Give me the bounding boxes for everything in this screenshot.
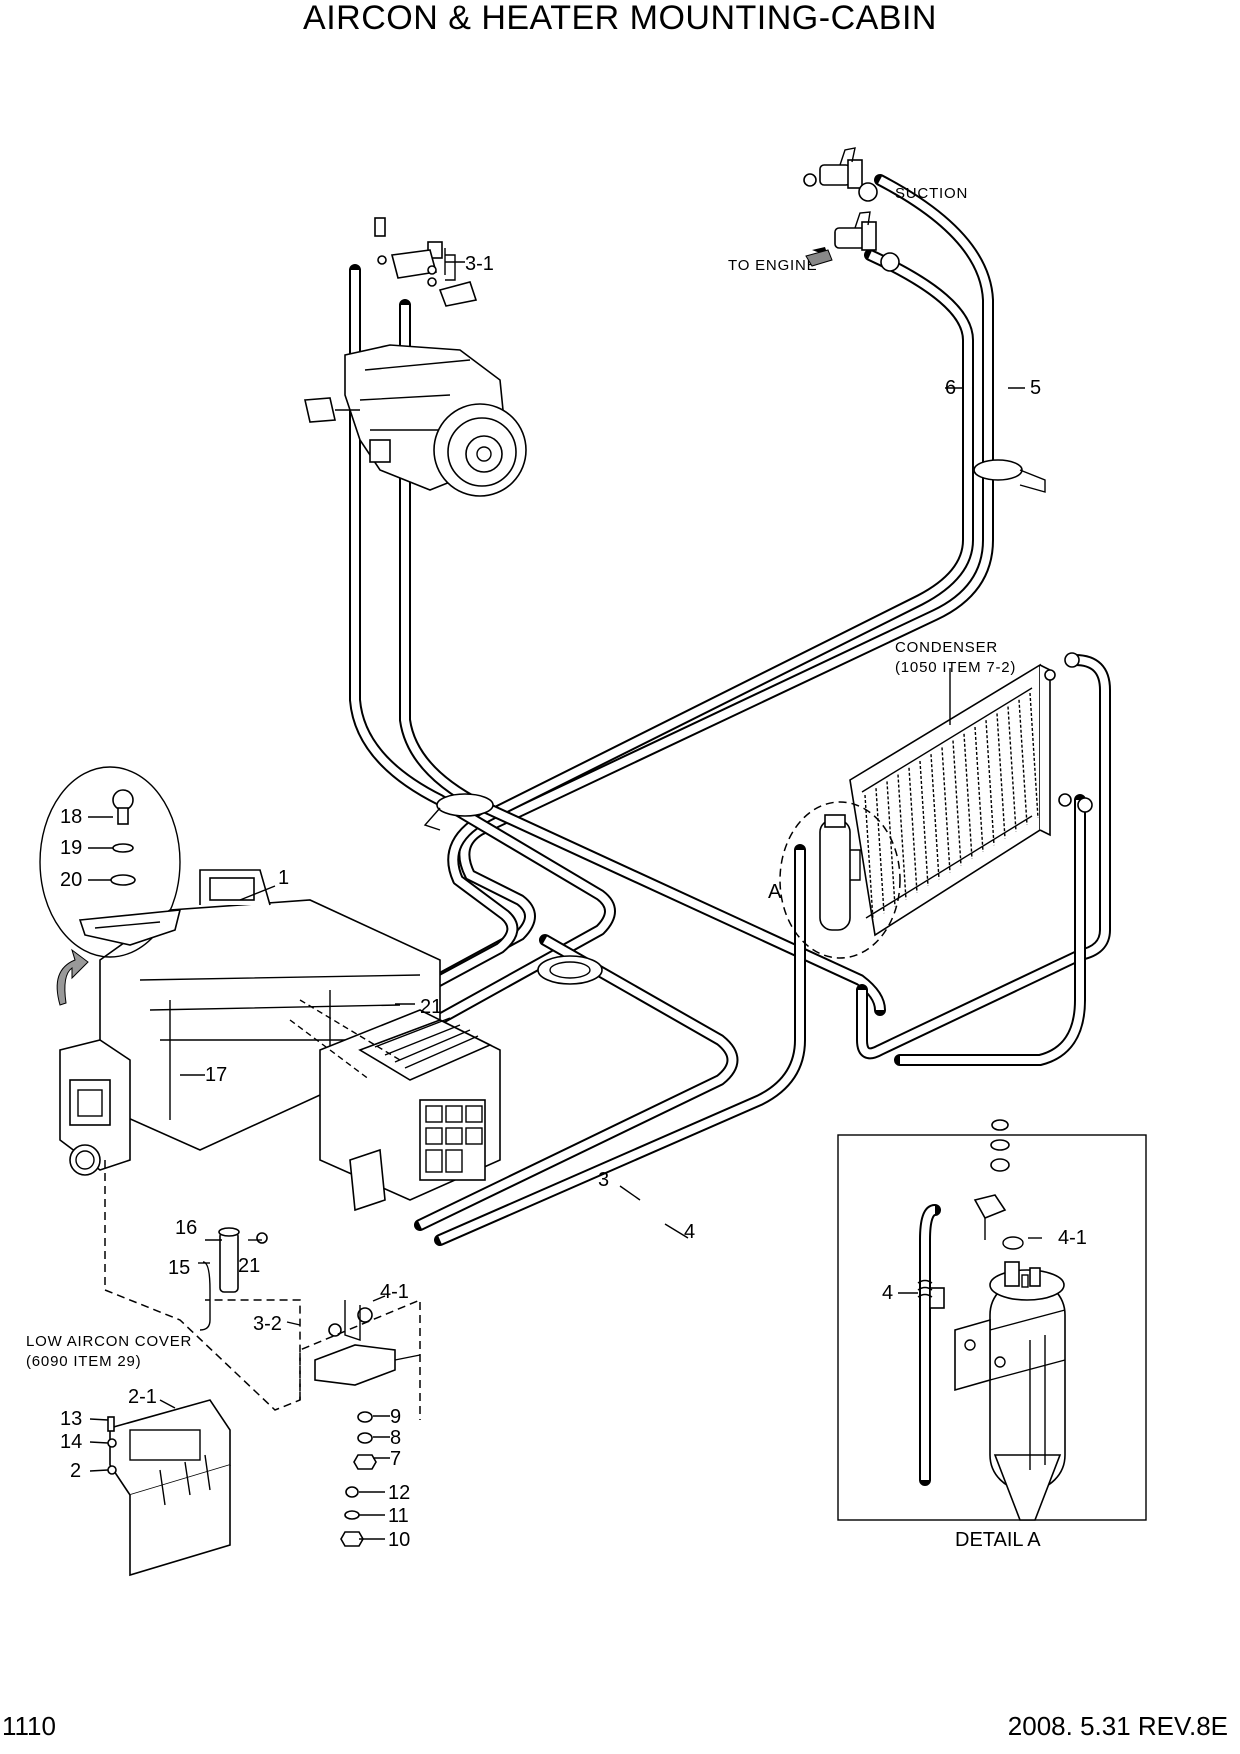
callout-3: 3 bbox=[598, 1169, 609, 1191]
hose-clamp-middle bbox=[423, 793, 494, 831]
callout-6: 6 bbox=[945, 377, 956, 399]
drain-hoses bbox=[199, 1227, 268, 1331]
callout-12: 12 bbox=[388, 1482, 410, 1504]
callout-18: 18 bbox=[60, 806, 82, 828]
low-aircon-cover-outline bbox=[104, 1160, 301, 1411]
callout-2: 2 bbox=[70, 1460, 81, 1482]
aircon-control-panel bbox=[107, 1399, 231, 1577]
low-cover-label-2: (6090 ITEM 29) bbox=[26, 1353, 141, 1370]
low-cover-label-1: LOW AIRCON COVER bbox=[26, 1333, 192, 1350]
callout-2-1: 2-1 bbox=[128, 1386, 157, 1408]
detail-a-box bbox=[837, 1134, 1147, 1521]
hose-routes bbox=[349, 174, 1111, 1246]
condenser-label-2: (1050 ITEM 7-2) bbox=[895, 659, 1016, 676]
cover-outline-right bbox=[299, 1298, 421, 1420]
engine-valve-fittings: SUCTION bbox=[803, 147, 968, 272]
page-number: 1110 bbox=[2, 1711, 56, 1741]
callout-labels: 1 3-1 6 5 3 4 21 17 16 15 21 3-2 4-1 9 8… bbox=[60, 253, 1087, 1551]
expansion-valve-block bbox=[314, 1300, 421, 1386]
receiver-drier bbox=[819, 814, 861, 931]
callout-3-1: 3-1 bbox=[465, 253, 494, 275]
compressor bbox=[304, 217, 527, 497]
page-title: AIRCON & HEATER MOUNTING-CABIN bbox=[303, 0, 937, 37]
callout-21-lower: 21 bbox=[238, 1255, 260, 1277]
callout-9: 9 bbox=[390, 1406, 401, 1428]
callout-8: 8 bbox=[390, 1427, 401, 1449]
hose-grommet bbox=[537, 955, 603, 985]
revision-date: 2008. 5.31 REV.8E bbox=[1007, 1711, 1228, 1741]
condenser bbox=[849, 652, 1093, 937]
callout-13: 13 bbox=[60, 1408, 82, 1430]
callout-17: 17 bbox=[205, 1064, 227, 1086]
svg-text:SUCTION: SUCTION bbox=[895, 185, 968, 202]
callout-10: 10 bbox=[388, 1529, 410, 1551]
callout-16: 16 bbox=[175, 1217, 197, 1239]
detail-a-title: DETAIL A bbox=[955, 1529, 1041, 1551]
callout-11: 11 bbox=[388, 1505, 409, 1527]
detail-a-circle bbox=[779, 801, 901, 959]
to-engine-arrow bbox=[805, 247, 833, 267]
to-engine-label: TO ENGINE bbox=[728, 257, 817, 274]
detail-a-drawing bbox=[917, 1119, 1066, 1521]
detail-callout-4: 4 bbox=[882, 1282, 893, 1304]
callout-3-2: 3-2 bbox=[253, 1313, 282, 1335]
rotation-arrow bbox=[56, 948, 89, 1006]
callout-leaders bbox=[88, 248, 1042, 1540]
callout-7: 7 bbox=[390, 1448, 401, 1470]
bolt-detail-circle bbox=[39, 766, 182, 958]
detail-callout-4-1: 4-1 bbox=[1058, 1227, 1087, 1249]
callout-20: 20 bbox=[60, 869, 82, 891]
callout-4-1: 4-1 bbox=[380, 1281, 409, 1303]
nut-washer-stack bbox=[340, 1411, 377, 1547]
callout-1: 1 bbox=[278, 867, 289, 889]
heater-unit bbox=[59, 869, 501, 1212]
condenser-label-1: CONDENSER bbox=[895, 639, 998, 656]
callout-19: 19 bbox=[60, 837, 82, 859]
callout-15: 15 bbox=[168, 1257, 190, 1279]
callout-4: 4 bbox=[684, 1221, 695, 1243]
callout-14: 14 bbox=[60, 1431, 82, 1453]
detail-a-marker: A bbox=[768, 881, 782, 903]
hose-clamp-upper bbox=[973, 459, 1046, 493]
callout-5: 5 bbox=[1030, 377, 1041, 399]
callout-21-upper: 21 bbox=[420, 996, 442, 1018]
